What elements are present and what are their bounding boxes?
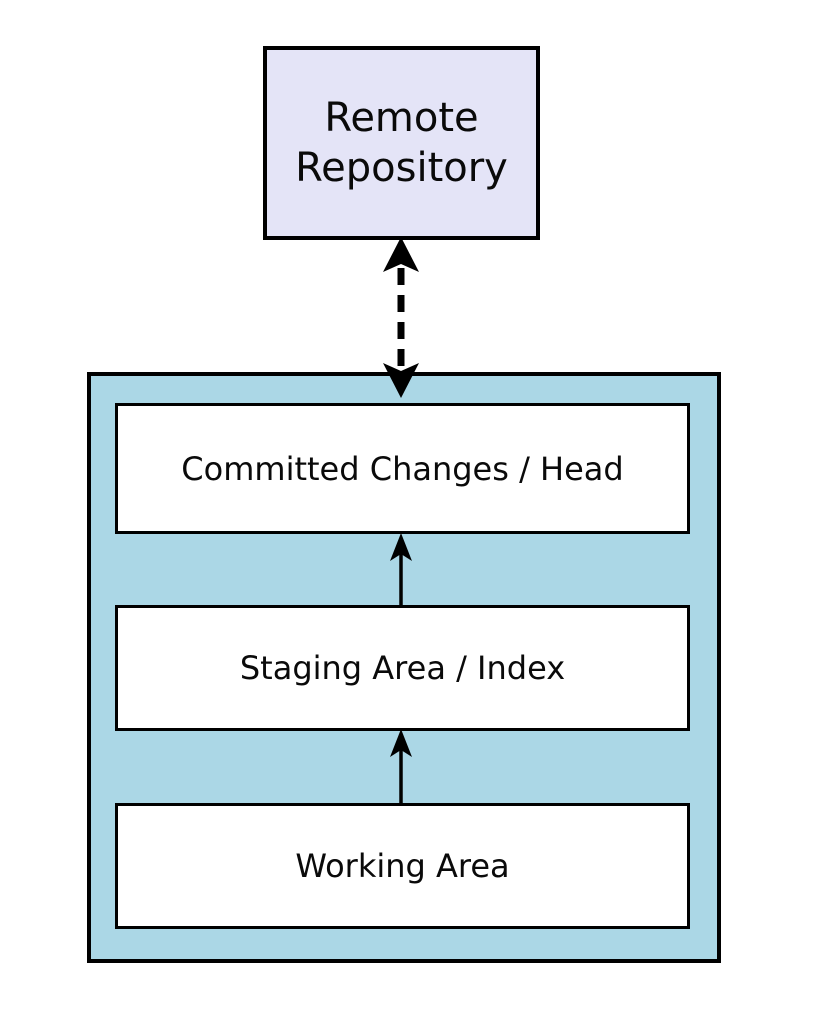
remote-repository-box: Remote Repository bbox=[263, 46, 540, 240]
working-to-staging-arrow-icon bbox=[386, 729, 416, 804]
staging-area-box: Staging Area / Index bbox=[115, 605, 690, 731]
working-area-label: Working Area bbox=[295, 847, 510, 885]
remote-sync-arrow-icon bbox=[379, 236, 423, 400]
working-area-box: Working Area bbox=[115, 803, 690, 929]
staging-to-committed-arrow-icon bbox=[386, 533, 416, 606]
local-repository-container: Committed Changes / Head Staging Area / … bbox=[87, 372, 721, 963]
staging-area-label: Staging Area / Index bbox=[239, 649, 566, 687]
committed-changes-box: Committed Changes / Head bbox=[115, 403, 690, 534]
committed-changes-label: Committed Changes / Head bbox=[181, 449, 624, 488]
remote-repository-label: Remote Repository bbox=[295, 95, 508, 191]
